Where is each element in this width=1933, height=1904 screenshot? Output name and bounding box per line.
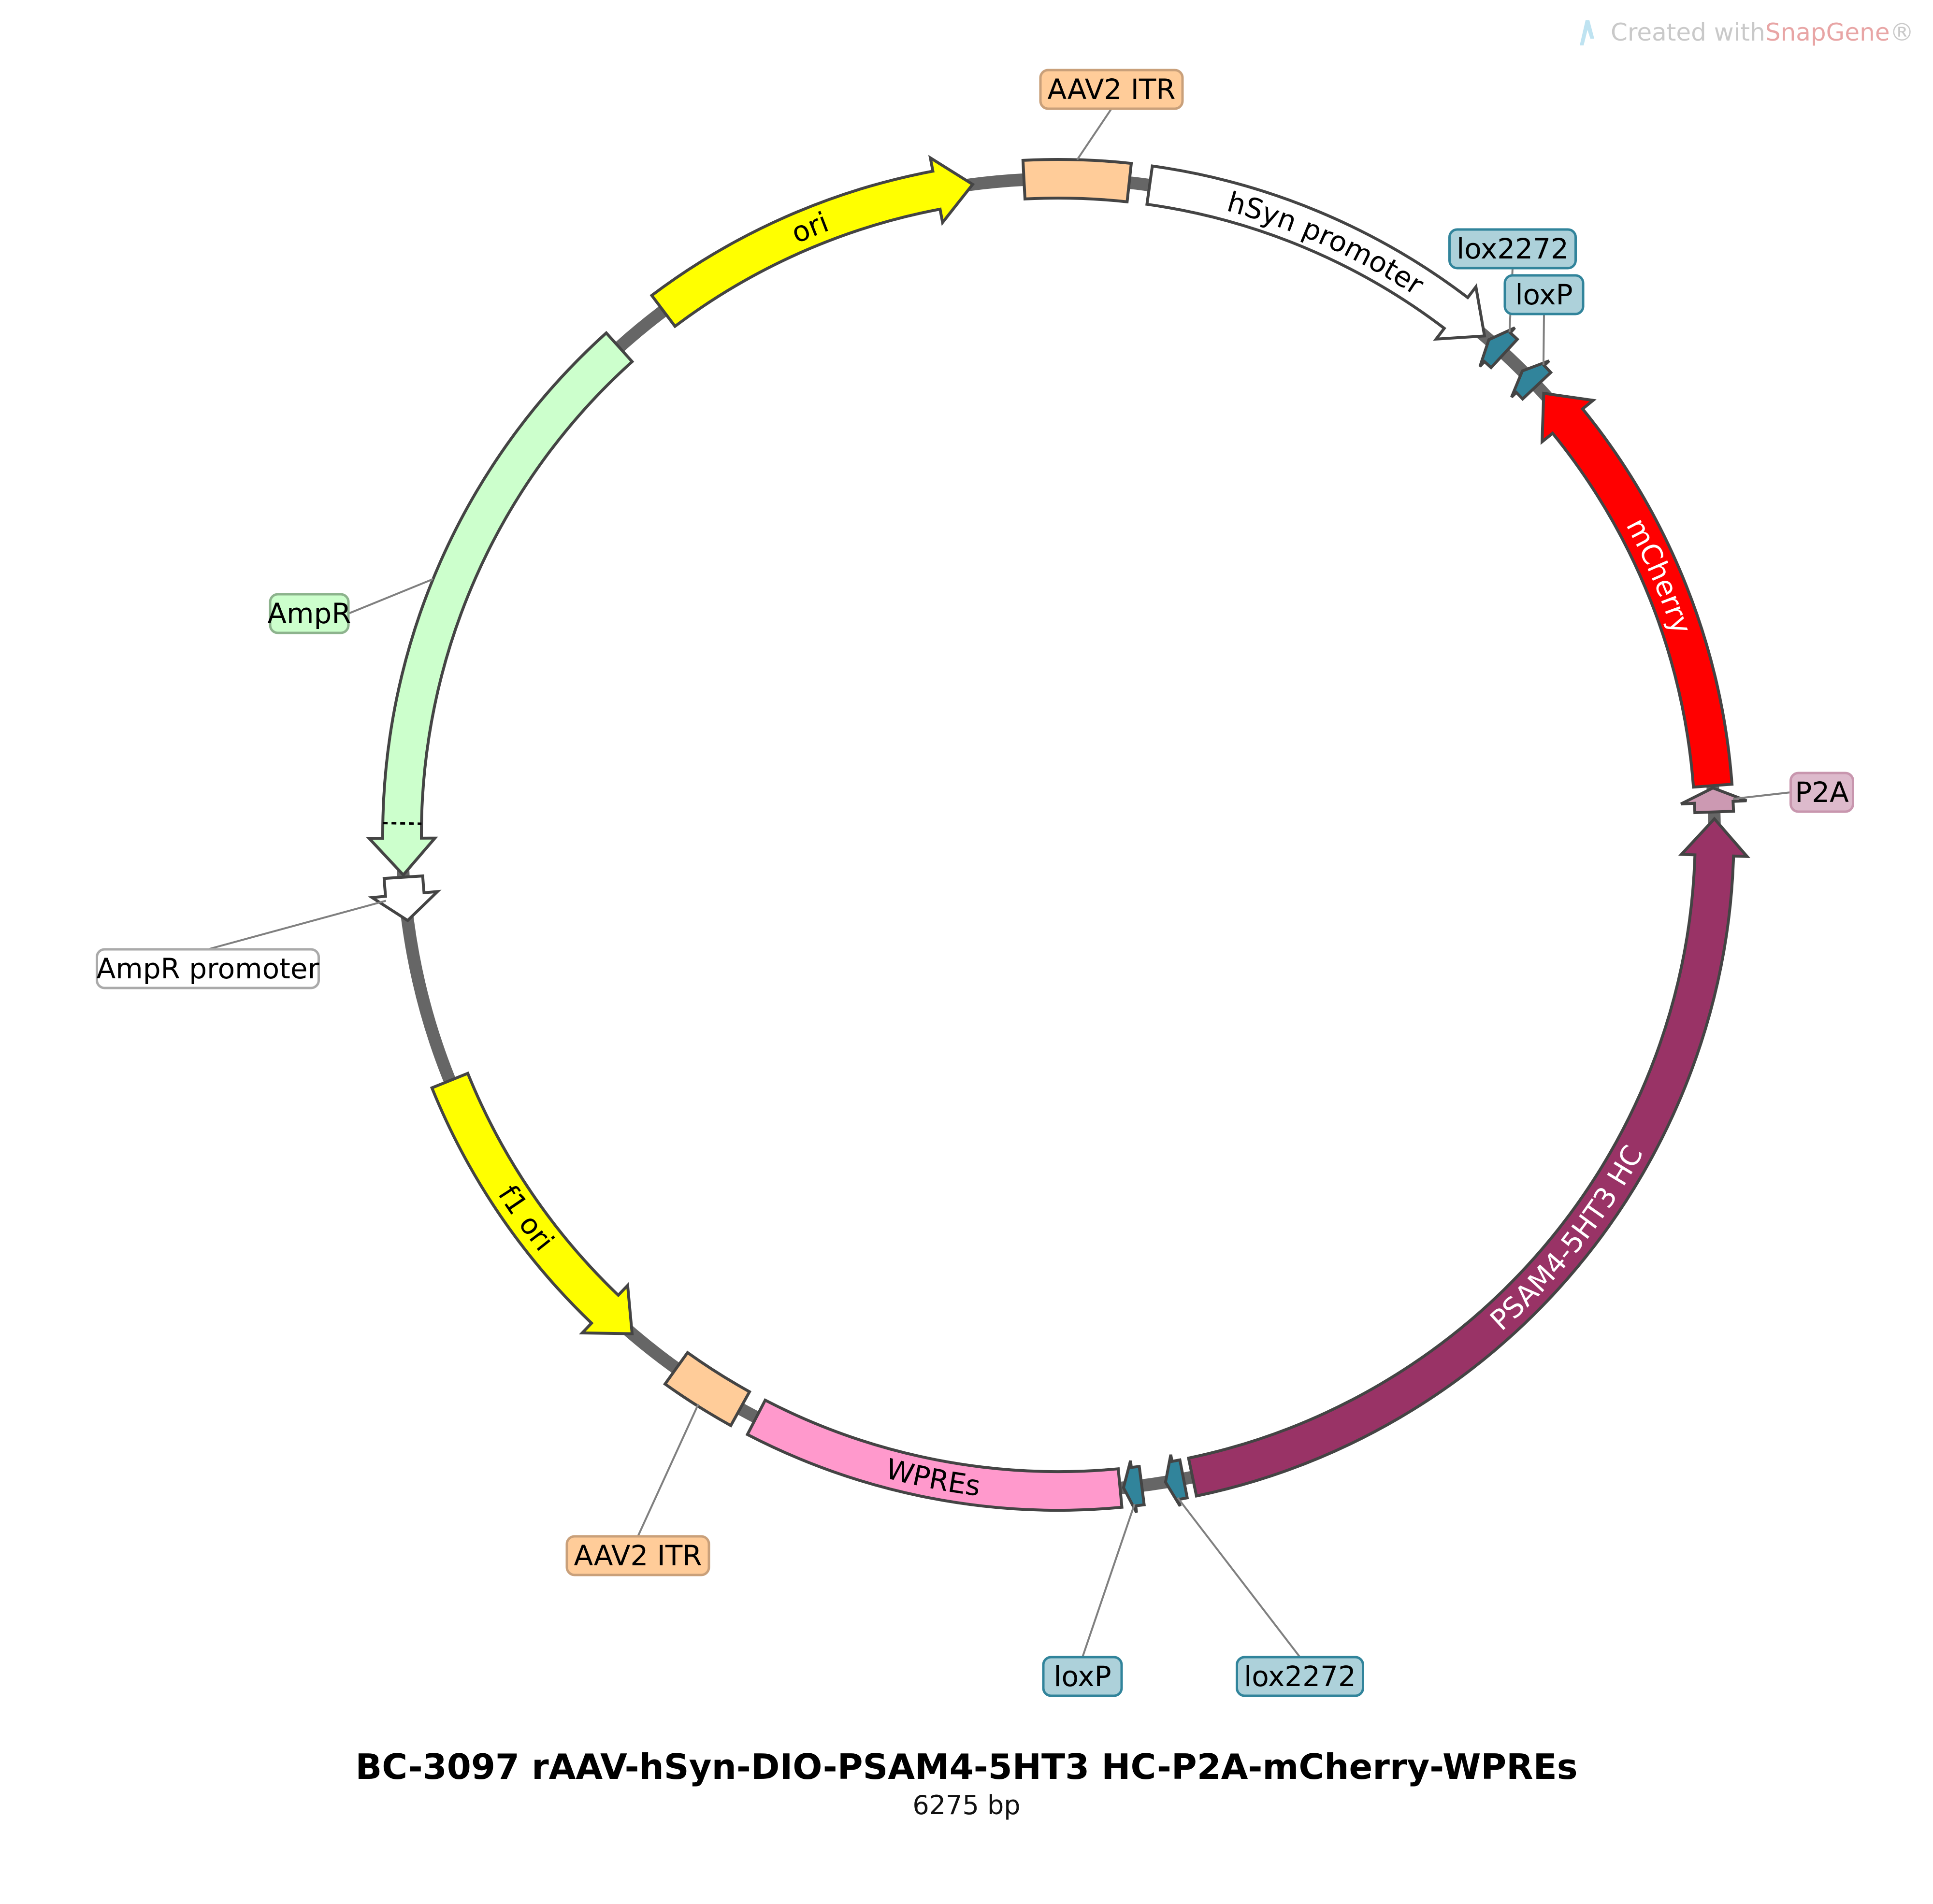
callout-aav2-itr-top[interactable]: AAV2 ITR [1039, 69, 1184, 160]
callout-label: P2A [1795, 776, 1849, 809]
feature-psam4-5ht3-hc[interactable]: PSAM4-5HT3 HC [1186, 816, 1751, 1498]
feature-aav2-itr-bottom[interactable] [663, 1350, 752, 1428]
loxp-bottom-shape[interactable] [1122, 1460, 1146, 1514]
callout-box [1042, 1656, 1123, 1697]
f1-ori-shape[interactable] [430, 1071, 634, 1335]
callout-ampr[interactable]: AmpR [267, 578, 433, 634]
callout-layer: AAV2 ITR lox2272 loxP P2A lox2272 loxP AAV2 IT… [96, 69, 1854, 1697]
callout-box [1789, 772, 1854, 813]
watermark-prefix: Created with [1611, 18, 1765, 46]
callout-leader-line [1177, 1497, 1301, 1658]
lox2272-bottom-shape[interactable] [1164, 1454, 1189, 1507]
callout-box [269, 593, 350, 634]
callout-leader-line [348, 578, 433, 615]
callout-loxp-bottom[interactable]: loxP [1042, 1503, 1136, 1697]
callout-label: AmpR [267, 597, 351, 630]
ampr-shape[interactable] [366, 330, 635, 877]
callout-box [1236, 1656, 1364, 1697]
wpres-shape[interactable] [745, 1398, 1124, 1512]
callout-label: lox2272 [1244, 1660, 1356, 1693]
plasmid-length: 6275 bp [912, 1790, 1021, 1820]
feature-lox2272-top[interactable] [1478, 326, 1520, 370]
feature-aav2-itr-top[interactable] [1021, 158, 1133, 204]
plasmid-title-block: BC-3097 rAAV-hSyn-DIO-PSAM4-5HT3 HC-P2A-… [0, 1747, 1933, 1820]
callout-box [1039, 69, 1184, 110]
feature-loxp-top[interactable] [1510, 359, 1553, 401]
callout-label: loxP [1053, 1660, 1111, 1693]
p2a-shape[interactable] [1680, 786, 1747, 815]
callout-leader-line [1076, 108, 1112, 160]
psam4-5ht3-hc-shape[interactable] [1186, 816, 1751, 1498]
hsyn-promoter-label: hSyn promoter [1224, 185, 1429, 301]
callout-box [565, 1535, 710, 1576]
loxp-top-shape[interactable] [1510, 359, 1553, 401]
callout-label: AAV2 ITR [1047, 73, 1175, 106]
feature-mcherry[interactable]: mCherry [1540, 391, 1734, 789]
psam4-5ht3-hc-label: PSAM4-5HT3 HC [1484, 1140, 1649, 1337]
callout-lox2272-top[interactable]: lox2272 [1448, 228, 1577, 332]
ori-shape[interactable] [649, 155, 975, 329]
callout-aav2-itr-bottom[interactable]: AAV2 ITR [565, 1403, 710, 1576]
aav2-itr-bottom-shape[interactable] [663, 1350, 752, 1428]
feature-loxp-bottom[interactable] [1122, 1460, 1146, 1514]
feature-lox2272-bottom[interactable] [1164, 1454, 1189, 1507]
feature-ampr[interactable] [366, 330, 635, 877]
callout-label: lox2272 [1457, 232, 1569, 265]
feature-hsyn-promoter[interactable]: hSyn promoter [1145, 164, 1486, 341]
callout-label: AAV2 ITR [574, 1539, 702, 1572]
feature-f1-ori[interactable]: f1 ori [430, 1071, 634, 1335]
callout-label: loxP [1515, 278, 1572, 311]
callout-leader-line [637, 1403, 699, 1537]
watermark-brand: SnapGene [1765, 18, 1890, 46]
ampr-boundary-marker [383, 822, 422, 825]
callout-ampr-promoter[interactable]: AmpR promoter [96, 900, 387, 989]
callout-box [1503, 274, 1585, 315]
feature-wpres[interactable]: WPREs [745, 1398, 1124, 1512]
mcherry-shape[interactable] [1540, 391, 1734, 789]
feature-ori[interactable]: ori [649, 155, 975, 329]
feature-p2a[interactable] [1680, 786, 1747, 815]
ampr-promoter-shape[interactable] [367, 874, 442, 923]
hsyn-promoter-shape[interactable] [1145, 164, 1486, 341]
callout-box [1448, 228, 1577, 270]
snapgene-logo-icon [1580, 20, 1594, 45]
callout-p2a[interactable]: P2A [1732, 772, 1854, 813]
callout-leader-line [1732, 791, 1791, 800]
watermark-suffix: ® [1890, 18, 1914, 46]
callout-leader-line [1082, 1503, 1136, 1658]
callout-box [96, 948, 320, 989]
callout-label: AmpR promoter [97, 952, 319, 985]
callout-leader-line [207, 900, 387, 950]
callout-loxp-top[interactable]: loxP [1503, 274, 1585, 365]
snapgene-watermark: Created with SnapGene ® [1578, 18, 1914, 46]
callout-lox2272-bottom[interactable]: lox2272 [1177, 1497, 1364, 1697]
aav2-itr-top-shape[interactable] [1021, 158, 1133, 204]
plasmid-name: BC-3097 rAAV-hSyn-DIO-PSAM4-5HT3 HC-P2A-… [355, 1747, 1578, 1787]
lox2272-top-shape[interactable] [1478, 326, 1520, 370]
feature-ampr-promoter[interactable] [367, 874, 442, 923]
